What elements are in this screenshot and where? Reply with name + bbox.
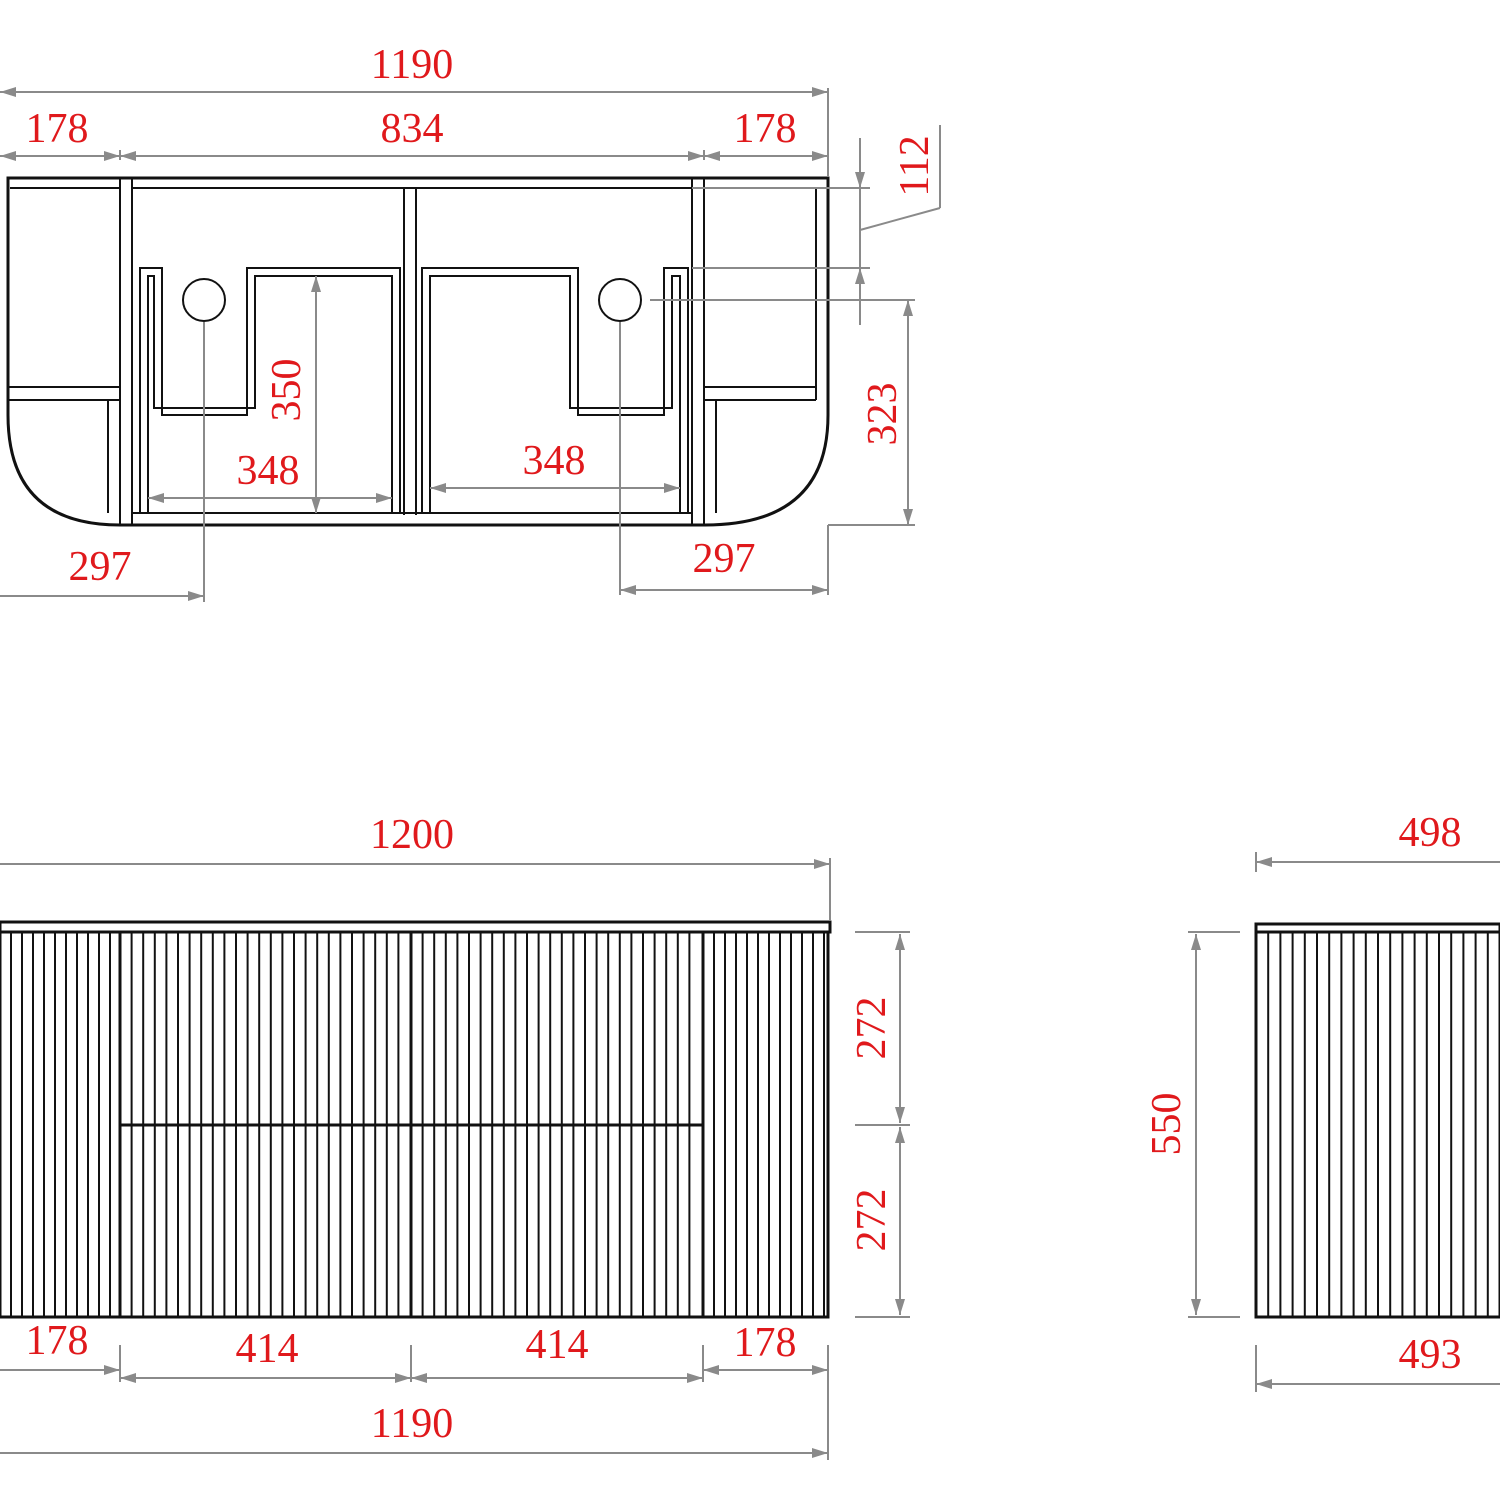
arrowhead [855, 268, 865, 284]
left-bay-width: 348 [237, 448, 300, 494]
arrowhead [812, 585, 828, 595]
arrowhead [430, 483, 446, 493]
left-waste-hole-icon [182, 278, 226, 322]
side-view [1254, 922, 1500, 1319]
front-left-end: 178 [26, 1318, 89, 1364]
arrowhead [688, 151, 704, 161]
arrowhead [1191, 934, 1201, 950]
arrowhead [855, 172, 865, 188]
right-waste-hole-icon [598, 278, 642, 322]
front-view [0, 920, 832, 1319]
left-drawer-width: 414 [236, 1326, 299, 1372]
arrowhead [1191, 1299, 1201, 1315]
right-drawer-width: 414 [526, 1322, 589, 1368]
top-offset: 112 [892, 135, 938, 196]
arrowhead [812, 151, 828, 161]
upper-drawer-height: 272 [849, 997, 895, 1060]
front-body [0, 930, 830, 1319]
arrowhead [104, 1365, 120, 1375]
arrowhead [704, 151, 720, 161]
dimension-labels: 1190 178 834 178 112 350 348 348 323 297… [26, 42, 1462, 1447]
arrowhead [895, 1127, 905, 1143]
top-depth: 323 [860, 383, 906, 446]
arrowhead [311, 497, 321, 513]
waste-height: 350 [264, 359, 310, 422]
arrowhead [812, 1365, 828, 1375]
top-middle-section: 834 [381, 106, 444, 152]
arrowhead [895, 1107, 905, 1123]
dimension-lines [119, 88, 1257, 1460]
lower-drawer-height: 272 [849, 1189, 895, 1252]
arrowhead [411, 1373, 427, 1383]
arrowhead [0, 151, 16, 161]
arrowhead [0, 87, 16, 97]
arrowhead [120, 1373, 136, 1383]
front-carcass-width: 1190 [371, 1401, 453, 1447]
arrowhead [895, 934, 905, 950]
right-waste-offset: 297 [693, 536, 756, 582]
dimension-arrows [0, 87, 1500, 1458]
arrowhead [188, 591, 204, 601]
arrowhead [104, 151, 120, 161]
arrowhead [814, 859, 830, 869]
side-bottom-depth: 493 [1399, 1332, 1462, 1378]
top-view [6, 176, 830, 527]
top-left-section: 178 [26, 106, 89, 152]
top-overall-width: 1190 [371, 42, 453, 88]
front-right-end: 178 [734, 1320, 797, 1366]
right-bay-width: 348 [523, 438, 586, 484]
arrowhead [311, 276, 321, 292]
arrowhead [703, 1365, 719, 1375]
arrowhead [148, 493, 164, 503]
arrowhead [895, 1299, 905, 1315]
top-right-section: 178 [734, 106, 797, 152]
side-top-depth: 498 [1399, 810, 1462, 856]
side-fluted-slats [1267, 932, 1489, 1317]
arrowhead [1256, 857, 1272, 867]
arrowhead [620, 585, 636, 595]
front-overall-width: 1200 [370, 812, 454, 858]
arrowhead [903, 509, 913, 525]
left-waste-offset: 297 [69, 544, 132, 590]
front-fluted-slats [10, 932, 825, 1317]
arrowhead [812, 1448, 828, 1458]
arrowhead [664, 483, 680, 493]
arrowhead [812, 87, 828, 97]
arrowhead [395, 1373, 411, 1383]
side-height: 550 [1144, 1093, 1190, 1156]
arrowhead [1256, 1379, 1272, 1389]
arrowhead [903, 300, 913, 316]
arrowhead [120, 151, 136, 161]
arrowhead [376, 493, 392, 503]
arrowhead [687, 1373, 703, 1383]
